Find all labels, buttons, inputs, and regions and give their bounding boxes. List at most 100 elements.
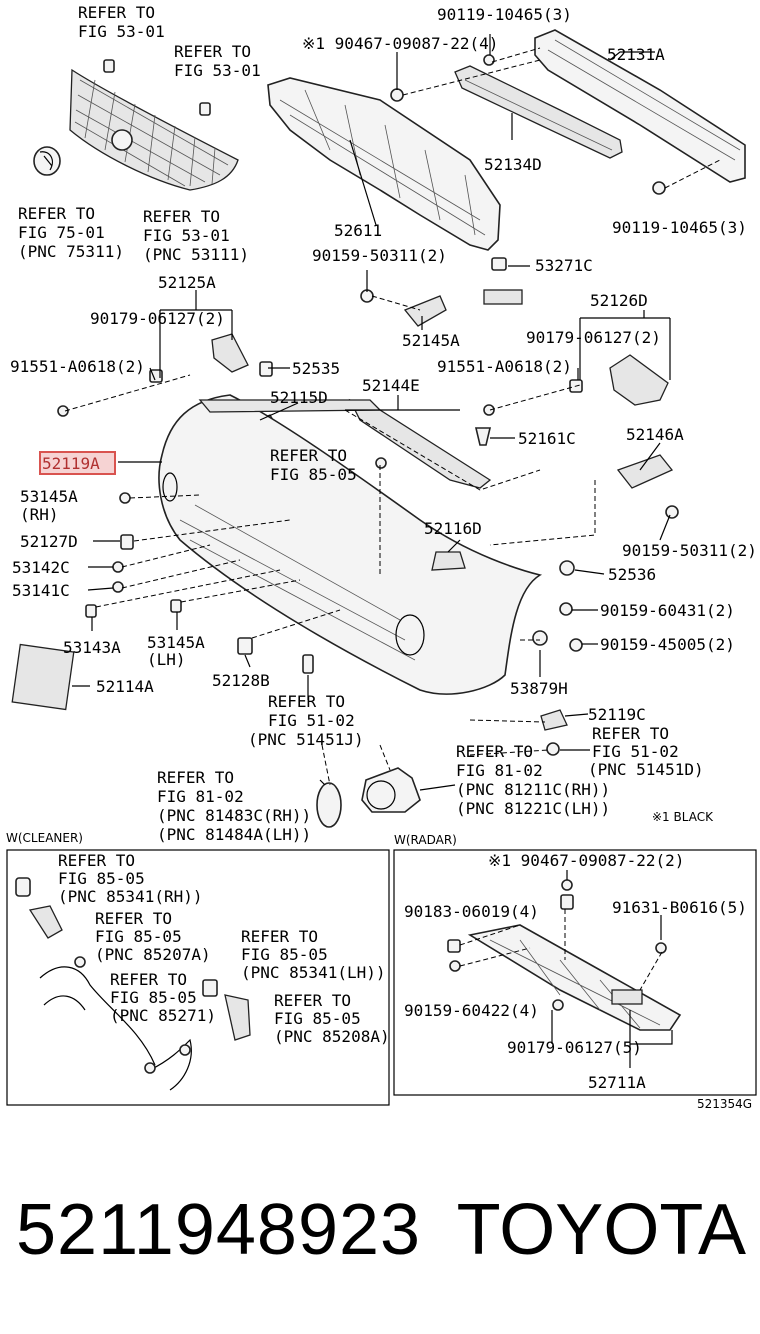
label-refer-81-02-b-l3: (PNC 81211C(RH)) [456, 780, 610, 799]
label-53145a-lh: 53145A [147, 633, 205, 652]
svg-text:(PNC 51451J): (PNC 51451J) [248, 730, 364, 749]
svg-text:REFER TO: REFER TO [241, 927, 318, 946]
svg-text:REFER TO: REFER TO [268, 692, 345, 711]
label-cl-ref3-l2: FIG 85-05 [241, 945, 328, 964]
emblem-illustration [33, 146, 61, 176]
label-cl-ref4-l3: (PNC 85271) [110, 1006, 216, 1025]
svg-text:FIG 81-02: FIG 81-02 [456, 761, 543, 780]
svg-text:(PNC 85207A): (PNC 85207A) [95, 945, 211, 964]
label-52161c: 52161C [518, 429, 576, 448]
label-refer-53-01-c-l2: FIG 53-01 [143, 226, 230, 245]
svg-text:(PNC 81211C(RH)): (PNC 81211C(RH)) [456, 780, 610, 799]
label-90159-50311: 90159-50311(2) [312, 246, 447, 265]
svg-text:FIG 53-01: FIG 53-01 [174, 61, 261, 80]
svg-text:FIG 85-05: FIG 85-05 [58, 869, 145, 888]
svg-text:REFER TO: REFER TO [95, 909, 172, 928]
label-refer-81-02-b-l1: REFER TO [456, 742, 533, 761]
label-refer-53-01-c-l1: REFER TO [143, 207, 220, 226]
label-91551-right: 91551-A0618(2) [437, 357, 572, 376]
reinforcement-illustration [454, 29, 746, 183]
svg-text:REFER TO: REFER TO [157, 768, 234, 787]
label-91551-left: 91551-A0618(2) [10, 357, 145, 376]
label-52119c: 52119C [588, 705, 646, 724]
label-53141c: 53141C [12, 581, 70, 600]
label-90119-top: 90119-10465(3) [437, 5, 572, 24]
highlight-box-52119a [39, 451, 116, 475]
label-refer-51-02-b-l3: (PNC 51451D) [588, 760, 704, 779]
label-90119-right: 90119-10465(3) [612, 218, 747, 237]
label-refer-81-02-a-l4: (PNC 81484A(LH)) [157, 825, 311, 844]
grille-illustration [69, 68, 239, 191]
label-rd-52711a: 52711A [588, 1073, 646, 1092]
svg-text:FIG 85-05: FIG 85-05 [274, 1009, 361, 1028]
svg-text:REFER TO: REFER TO [456, 742, 533, 761]
label-53271c: 53271C [535, 256, 593, 275]
svg-text:(PNC 81484A(LH)): (PNC 81484A(LH)) [157, 825, 311, 844]
label-52145a: 52145A [402, 331, 460, 350]
parts-diagram: REFER TO FIG 53-01 REFER TO FIG 53-01 90… [6, 3, 757, 1111]
label-52126d: 52126D [590, 291, 648, 310]
svg-text:REFER TO: REFER TO [143, 207, 220, 226]
label-cl-ref2-l2: FIG 85-05 [95, 927, 182, 946]
svg-text:REFER TO: REFER TO [174, 42, 251, 61]
svg-text:FIG 75-01: FIG 75-01 [18, 223, 105, 242]
svg-text:(PNC 75311): (PNC 75311) [18, 242, 124, 261]
label-refer-81-02-a-l1: REFER TO [157, 768, 234, 787]
label-52536: 52536 [608, 565, 656, 584]
svg-text:REFER TO: REFER TO [18, 204, 95, 223]
label-52535: 52535 [292, 359, 340, 378]
label-cl-ref3-l3: (PNC 85341(LH)) [241, 963, 386, 982]
svg-text:FIG 85-05: FIG 85-05 [270, 465, 357, 484]
svg-text:FIG 51-02: FIG 51-02 [268, 711, 355, 730]
label-52114a: 52114A [96, 677, 154, 696]
label-53143a: 53143A [63, 638, 121, 657]
svg-text:REFER TO: REFER TO [274, 991, 351, 1010]
label-refer-81-02-b-l4: (PNC 81221C(LH)) [456, 799, 610, 818]
label-cl-ref1-l1: REFER TO [58, 851, 135, 870]
svg-text:FIG 81-02: FIG 81-02 [157, 787, 244, 806]
label-90467-top: ※1 90467-09087-22(4) [302, 34, 498, 53]
label-cl-ref5-l1: REFER TO [274, 991, 351, 1010]
label-52115d: 52115D [270, 388, 328, 407]
label-box-radar: W(RADAR) [394, 833, 457, 847]
label-refer-53-01-b-l2: FIG 53-01 [174, 61, 261, 80]
label-refer-51-02-a-l3: (PNC 51451J) [248, 730, 364, 749]
label-refer-53-01-a-l1: REFER TO [78, 3, 155, 22]
label-fig-code: 521354G [697, 1097, 752, 1111]
svg-text:(PNC 81221C(LH)): (PNC 81221C(LH)) [456, 799, 610, 818]
label-90159-45005: 90159-45005(2) [600, 635, 735, 654]
label-cl-ref1-l2: FIG 85-05 [58, 869, 145, 888]
svg-text:FIG 53-01: FIG 53-01 [78, 22, 165, 41]
label-rd-91631: 91631-B0616(5) [612, 898, 747, 917]
label-90179-right: 90179-06127(2) [526, 328, 661, 347]
label-52146a: 52146A [626, 425, 684, 444]
svg-text:(PNC 85341(RH)): (PNC 85341(RH)) [58, 887, 203, 906]
label-refer-53-01-a-l2: FIG 53-01 [78, 22, 165, 41]
label-refer-53-01-b-l1: REFER TO [174, 42, 251, 61]
label-refer-85-05-mid-l2: FIG 85-05 [270, 465, 357, 484]
svg-text:(PNC 85271): (PNC 85271) [110, 1006, 216, 1025]
label-90159-50311-b: 90159-50311(2) [622, 541, 757, 560]
svg-text:REFER TO: REFER TO [110, 970, 187, 989]
label-52144e: 52144E [362, 376, 420, 395]
radar-illustration [447, 870, 682, 1068]
label-refer-51-02-a-l1: REFER TO [268, 692, 345, 711]
label-52611: 52611 [334, 221, 382, 240]
label-lh: (LH) [147, 650, 186, 669]
svg-text:REFER TO: REFER TO [58, 851, 135, 870]
label-refer-75-01-l3: (PNC 75311) [18, 242, 124, 261]
label-rd-90183: 90183-06019(4) [404, 902, 539, 921]
part-number-text: 5211948923 [16, 1190, 422, 1270]
label-cl-ref2-l3: (PNC 85207A) [95, 945, 211, 964]
svg-text:REFER TO: REFER TO [592, 724, 669, 743]
label-refer-75-01-l1: REFER TO [18, 204, 95, 223]
label-rd-90179: 90179-06127(5) [507, 1038, 642, 1057]
cleaner-illustration [15, 877, 251, 1091]
svg-text:(PNC 85208A): (PNC 85208A) [274, 1027, 390, 1046]
svg-text:(PNC 51451D): (PNC 51451D) [588, 760, 704, 779]
label-53145a-rh: 53145A [20, 487, 78, 506]
svg-text:FIG 51-02: FIG 51-02 [592, 742, 679, 761]
label-cl-ref4-l2: FIG 85-05 [110, 988, 197, 1007]
fasteners-bottom [11, 492, 583, 828]
svg-text:FIG 85-05: FIG 85-05 [241, 945, 328, 964]
